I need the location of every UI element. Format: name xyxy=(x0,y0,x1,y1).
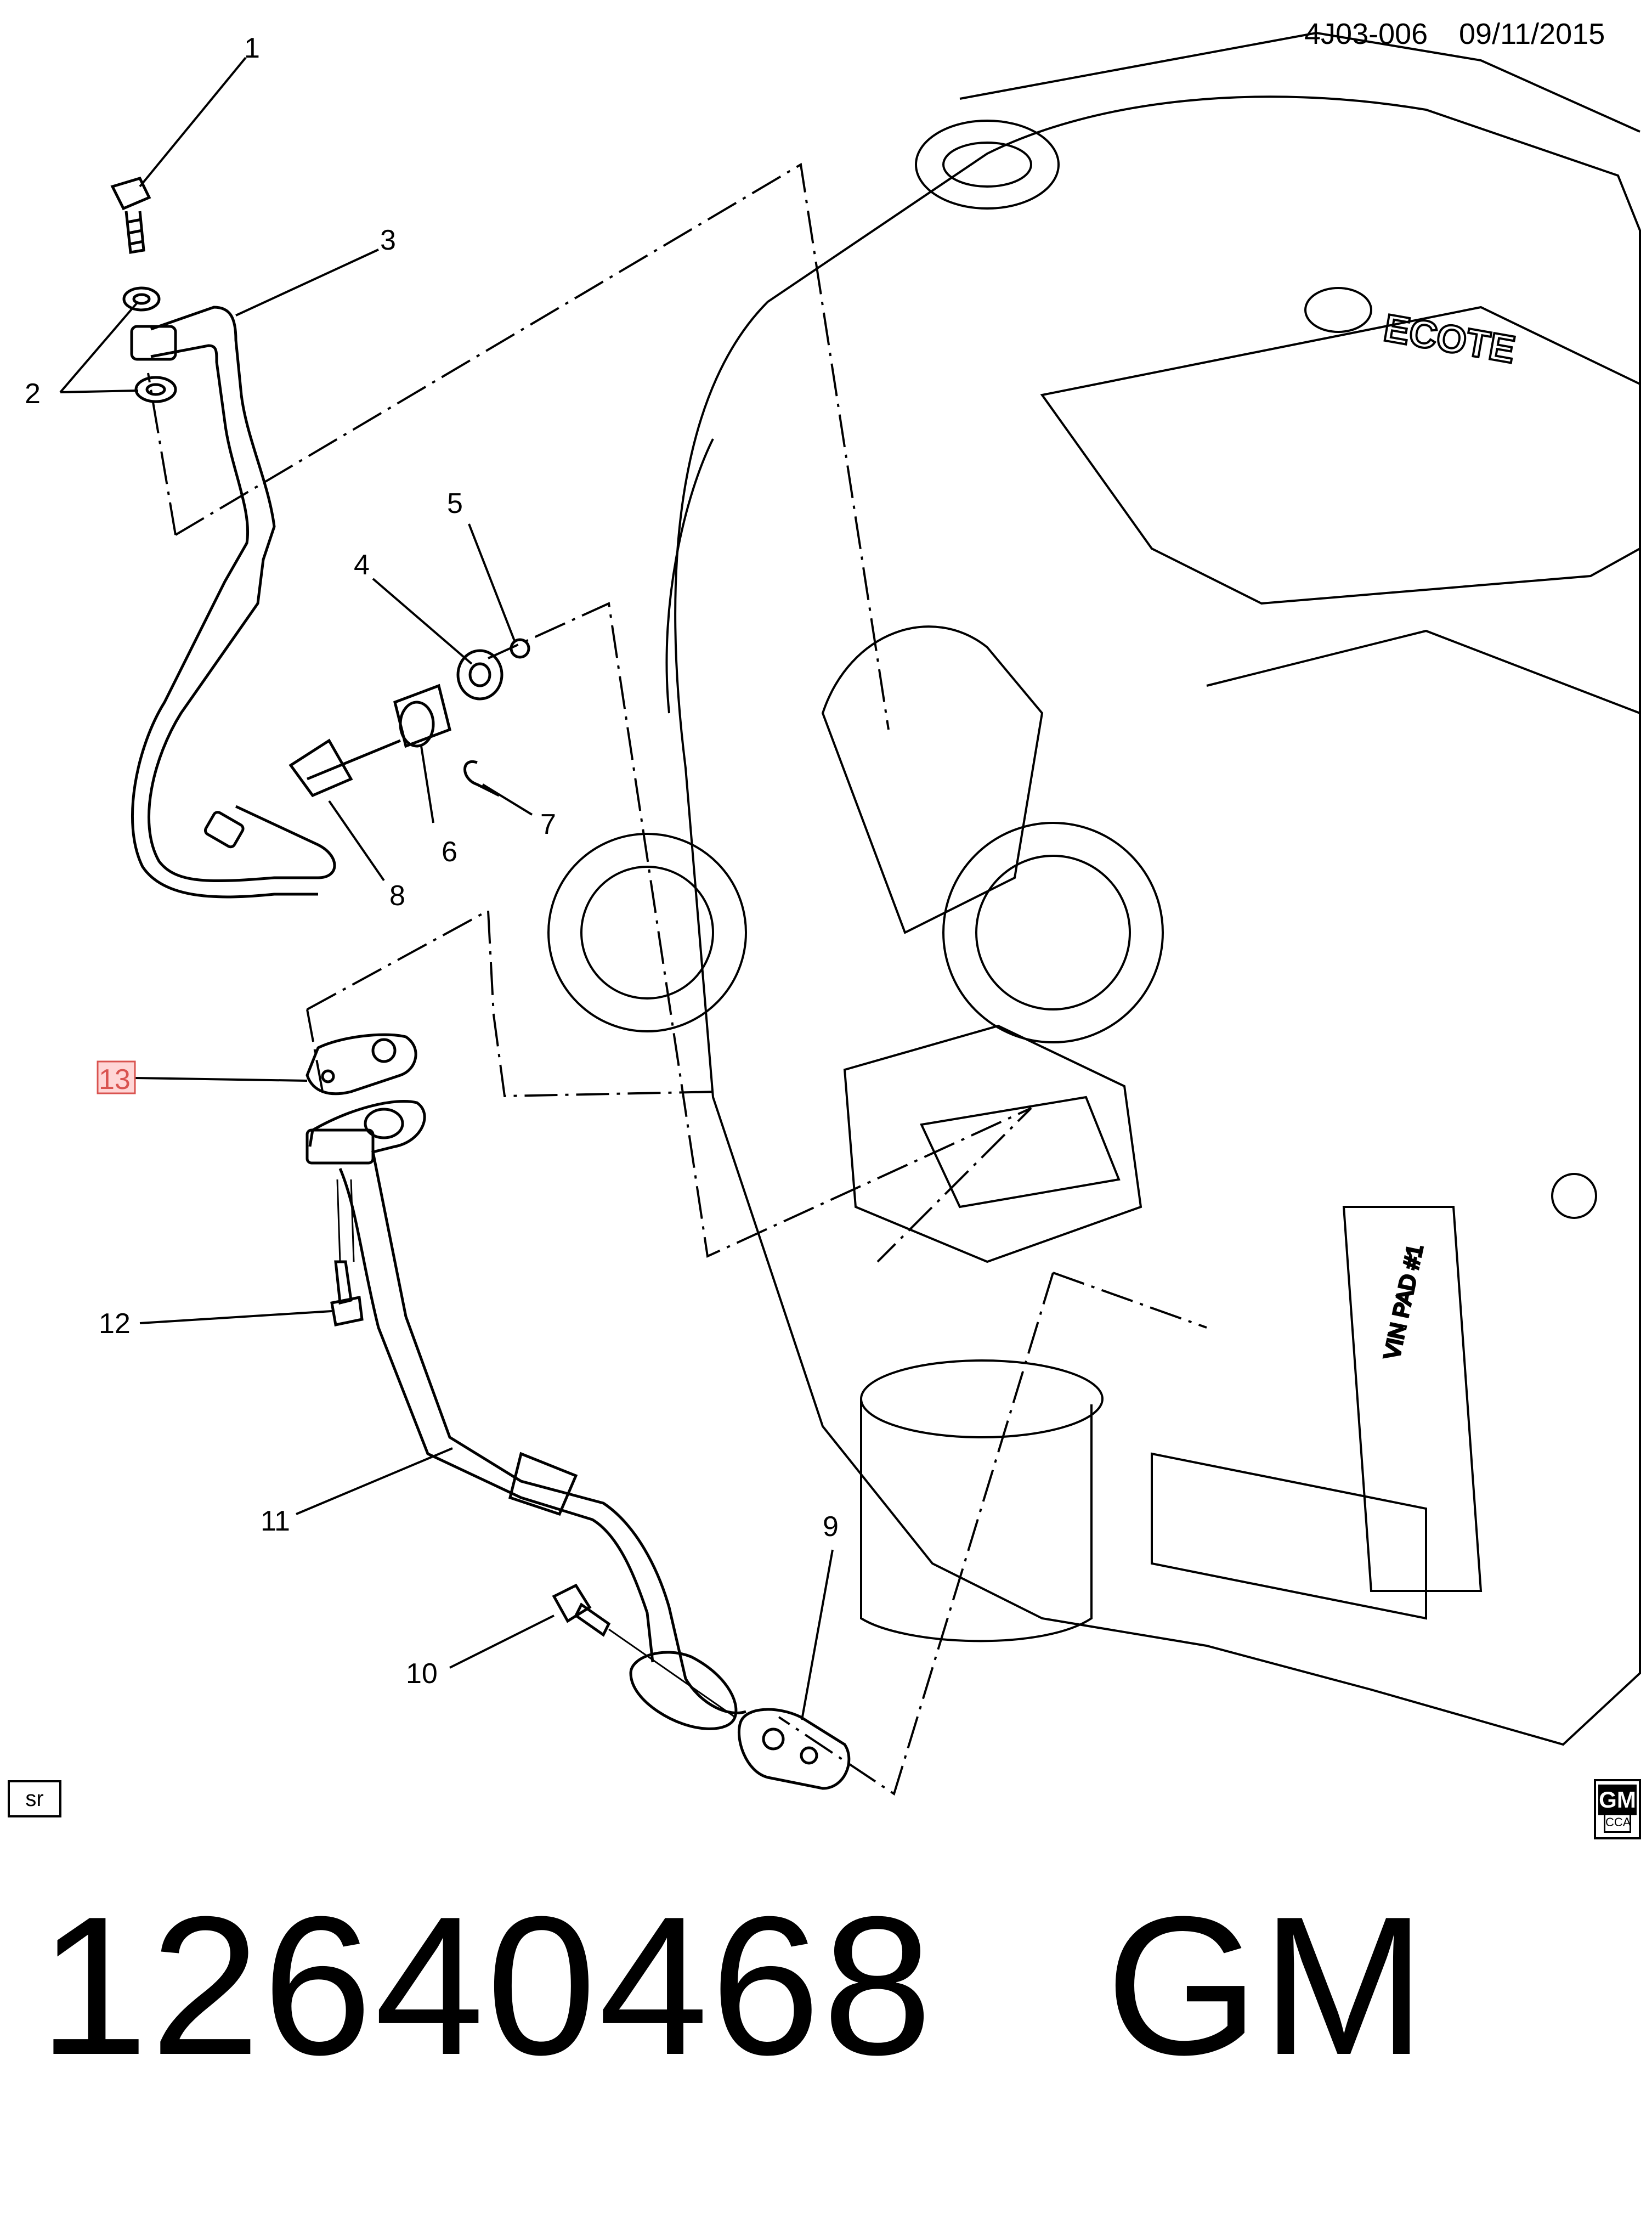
part-9-fitting xyxy=(737,1708,851,1790)
callout-13-highlight xyxy=(97,1060,136,1094)
part-11-lower-pipe xyxy=(305,1100,746,1730)
make-label: GM xyxy=(1105,1876,1428,2096)
diagram-date: 09/11/2015 xyxy=(1459,18,1605,50)
part-number-caption: 12640468 GM xyxy=(38,1887,1428,2085)
sr-box-icon: sr xyxy=(8,1780,61,1817)
callout-11: 11 xyxy=(261,1505,290,1537)
vin-pad-label: VIN PAD #1 xyxy=(1380,1243,1428,1362)
gm-logo-icon: GM CCA xyxy=(1594,1779,1641,1839)
callout-10: 10 xyxy=(406,1658,438,1690)
callout-13: 13 xyxy=(99,1064,131,1096)
callout-5: 5 xyxy=(447,488,463,520)
callout-8: 8 xyxy=(389,880,405,912)
leader-lines xyxy=(59,57,834,1720)
part-12-bolt xyxy=(330,1179,364,1326)
part-13-gasket xyxy=(305,1033,417,1096)
callout-6: 6 xyxy=(442,836,457,868)
callout-2: 2 xyxy=(25,378,41,410)
callout-4: 4 xyxy=(354,549,370,581)
sr-label: sr xyxy=(25,1786,44,1811)
part-1-bolt xyxy=(110,176,151,254)
callout-12: 12 xyxy=(99,1308,131,1340)
alignment-lines xyxy=(147,162,1207,1796)
callout-3: 3 xyxy=(380,224,396,256)
callout-1: 1 xyxy=(244,32,260,64)
engine-illustration: ECOTE VIN PAD #1 xyxy=(547,31,1641,1746)
gm-logo-text: GM xyxy=(1598,1785,1637,1815)
callout-numbers: 1 2 3 4 5 6 7 8 9 10 11 12 13 xyxy=(25,32,839,1690)
callout-7: 7 xyxy=(540,809,556,840)
part-3-upper-pipe xyxy=(130,306,336,899)
part-number: 12640468 xyxy=(38,1876,935,2096)
gm-logo-subtext: CCA xyxy=(1604,1813,1631,1833)
part-2-washers xyxy=(122,286,177,403)
part-10-bolt xyxy=(552,1583,736,1718)
callout-9: 9 xyxy=(823,1511,839,1543)
parts-4-to-8-fittings xyxy=(288,638,530,798)
